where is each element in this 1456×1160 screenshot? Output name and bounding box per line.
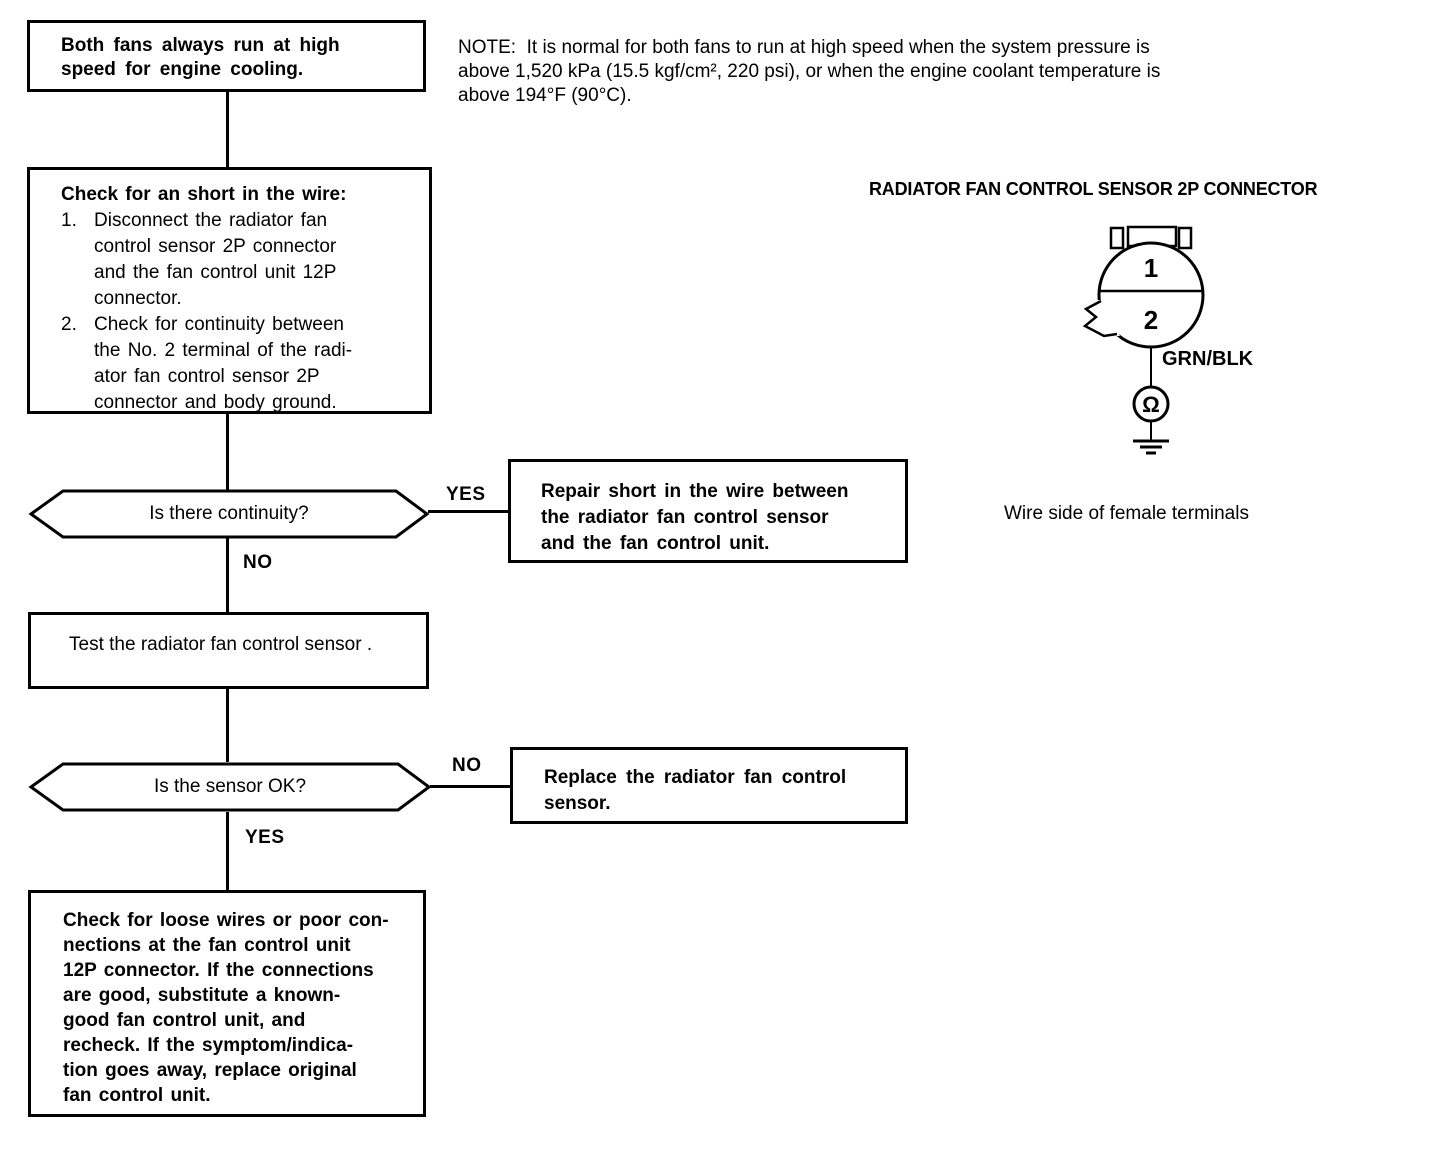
replace-sensor-box: Replace the radiator fan control sensor.	[510, 747, 908, 824]
flow-line	[226, 538, 229, 613]
decision-continuity-question: Is there continuity?	[149, 503, 309, 524]
check-step-2-number: 2.	[61, 314, 77, 335]
terminal-2-label: 2	[1144, 305, 1158, 335]
yes-label: YES	[446, 484, 486, 505]
no-label: NO	[452, 755, 482, 776]
connector-tab-left	[1109, 226, 1125, 250]
wire-side-caption: Wire side of female terminals	[1004, 503, 1249, 524]
ohm-symbol: Ω	[1142, 392, 1160, 417]
flow-line	[226, 812, 229, 891]
connector-title: RADIATOR FAN CONTROL SENSOR 2P CONNECTOR	[869, 179, 1318, 199]
flow-line	[428, 510, 510, 513]
check-step-2: 2. Check for continuity between the No. …	[61, 312, 425, 416]
test-sensor-box: Test the radiator fan control sensor .	[28, 612, 429, 689]
check-step-1: 1. Disconnect the radiator fan control s…	[61, 208, 425, 312]
keying-notch-mask	[1084, 300, 1120, 336]
repair-short-text: Repair short in the wire between the rad…	[541, 481, 849, 554]
test-sensor-text: Test the radiator fan control sensor .	[69, 634, 373, 655]
check-connections-text: Check for loose wires or poor con- necti…	[63, 910, 389, 1106]
check-step-1-text: Disconnect the radiator fan control sens…	[94, 210, 337, 309]
note-text: NOTE: It is normal for both fans to run …	[458, 37, 1161, 106]
check-short-heading: Check for an short in the wire:	[61, 184, 347, 205]
terminal-1-label: 1	[1144, 253, 1158, 283]
decision-sensor-shape	[28, 762, 432, 812]
flow-line	[226, 688, 229, 762]
check-short-box: Check for an short in the wire: 1. Disco…	[27, 167, 432, 414]
wire-color-label: GRN/BLK	[1162, 348, 1254, 370]
flow-line	[430, 785, 512, 788]
check-step-1-number: 1.	[61, 210, 77, 231]
connector-tab-right	[1177, 226, 1193, 250]
decision-sensor-question: Is the sensor OK?	[153, 776, 307, 797]
symptom-box-text: Both fans always run at high speed for e…	[61, 35, 340, 80]
symptom-box: Both fans always run at high speed for e…	[27, 20, 426, 92]
connector-diagram: 1 2 Ω	[1082, 225, 1205, 455]
flow-line	[226, 412, 229, 490]
flow-line	[226, 91, 229, 168]
check-connections-box: Check for loose wires or poor con- necti…	[28, 890, 426, 1117]
repair-short-box: Repair short in the wire between the rad…	[508, 459, 908, 563]
replace-sensor-text: Replace the radiator fan control sensor.	[544, 767, 847, 814]
keying-notch	[1082, 299, 1118, 338]
no-label: NO	[243, 552, 273, 573]
yes-label: YES	[245, 827, 285, 848]
decision-continuity-shape	[28, 489, 430, 539]
check-step-2-text: Check for continuity between the No. 2 t…	[94, 314, 353, 413]
